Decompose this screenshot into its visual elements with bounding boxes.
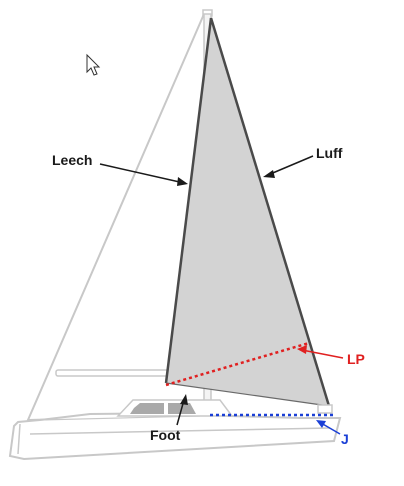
- lp-annotation: LP: [297, 345, 365, 367]
- genoa-sail: [166, 18, 329, 406]
- mouse-pointer-icon: [86, 53, 101, 76]
- luff-label: Luff: [316, 145, 343, 161]
- leech-label: Leech: [52, 152, 92, 168]
- bow-fitting: [317, 404, 333, 414]
- j-label: J: [341, 431, 349, 447]
- lp-line: [165, 341, 310, 387]
- foot-annotation: Foot: [150, 394, 188, 443]
- leech-edge: [164, 17, 213, 384]
- luff-annotation: Luff: [263, 145, 343, 178]
- hull: [8, 411, 342, 461]
- j-annotation: J: [316, 420, 349, 447]
- cabin-window: [130, 403, 164, 414]
- cabin: [116, 399, 234, 417]
- leech-annotation: Leech: [52, 152, 188, 186]
- luff-edge: [209, 17, 331, 407]
- lp-label: LP: [347, 351, 365, 367]
- foot-label: Foot: [150, 427, 181, 443]
- foot-edge: [165, 382, 330, 407]
